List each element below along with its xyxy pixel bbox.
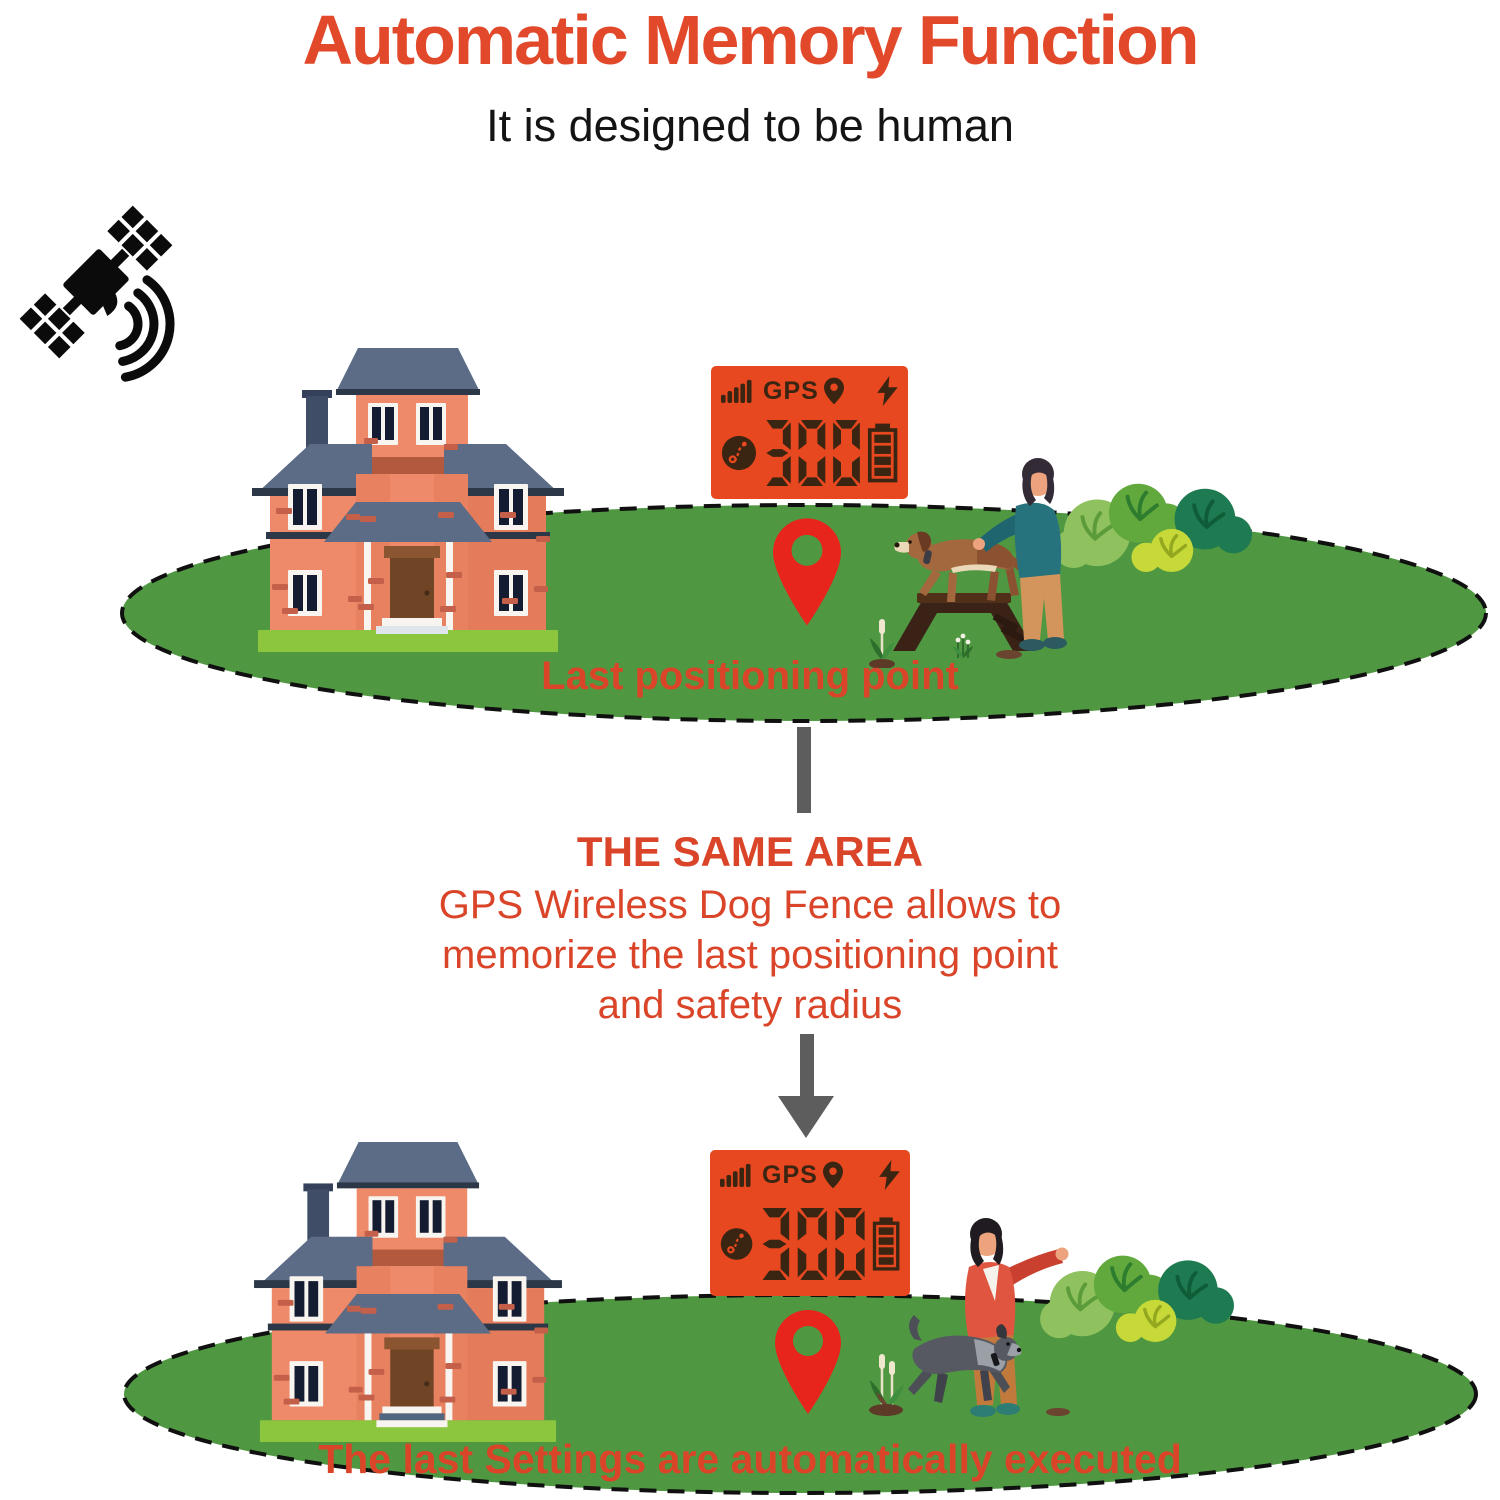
location-pin-icon: [823, 377, 844, 405]
sprout-plant: [953, 633, 973, 658]
window: [492, 1276, 527, 1322]
signal-bars-icon: [721, 379, 752, 404]
gps-label: GPS: [763, 376, 819, 405]
distance-readout: [760, 1207, 865, 1280]
page-title: Automatic Memory Function: [302, 1, 1199, 79]
transition-line: GPS Wireless Dog Fence allows to: [438, 883, 1062, 927]
window: [368, 403, 398, 445]
location-pin-icon: [822, 1161, 843, 1189]
window: [288, 570, 322, 616]
gps-collar-display: GPS: [710, 1150, 910, 1296]
gps-globe-icon: [720, 1227, 753, 1260]
window: [416, 403, 446, 445]
window: [492, 1361, 527, 1407]
house-illustration: [252, 348, 564, 652]
battery-icon: [872, 1216, 900, 1271]
charging-bolt-icon: [877, 376, 898, 406]
window: [415, 1196, 446, 1238]
bushes: [1040, 1255, 1234, 1342]
connector-line: [797, 727, 811, 813]
window: [289, 1361, 324, 1407]
battery-icon: [867, 423, 898, 483]
satellite-icon: [19, 205, 175, 382]
gps-globe-icon: [721, 435, 757, 471]
bushes: [1056, 483, 1252, 572]
window: [288, 484, 322, 530]
page-subtitle: It is designed to be human: [486, 100, 1014, 151]
dog-figure: [908, 1315, 1022, 1403]
down-arrow-icon: [778, 1034, 834, 1138]
charging-bolt-icon: [879, 1160, 900, 1190]
brick-details: [273, 1230, 549, 1405]
gps-label: GPS: [762, 1160, 818, 1189]
window: [289, 1276, 324, 1322]
woman-figure: [973, 458, 1067, 651]
transition-text: GPS Wireless Dog Fence allows to memoriz…: [0, 880, 1500, 1030]
distance-readout: [764, 420, 860, 486]
window: [494, 570, 528, 616]
transition-heading: THE SAME AREA: [576, 828, 924, 875]
gps-collar-display: GPS: [711, 366, 908, 499]
map-marker-icon: [775, 1310, 841, 1414]
brick-details: [272, 438, 550, 614]
agility-ramp: [893, 593, 1035, 651]
transition-line: memorize the last positioning point: [442, 933, 1058, 977]
transition-line: and safety radius: [597, 983, 903, 1027]
window: [494, 484, 528, 530]
scene-top-caption: Last positioning point: [541, 654, 959, 698]
window: [368, 1196, 399, 1238]
scene-bottom-caption: The last Settings are automatically exec…: [318, 1436, 1182, 1482]
dirt-spot: [1046, 1408, 1070, 1416]
signal-bars-icon: [720, 1163, 751, 1188]
map-marker-icon: [773, 518, 841, 626]
cattail-plant: [869, 619, 895, 668]
dirt-spot: [996, 650, 1022, 659]
cattail-plant: [869, 1354, 904, 1416]
signal-waves-icon: [115, 275, 175, 382]
house-illustration: [254, 1141, 562, 1442]
